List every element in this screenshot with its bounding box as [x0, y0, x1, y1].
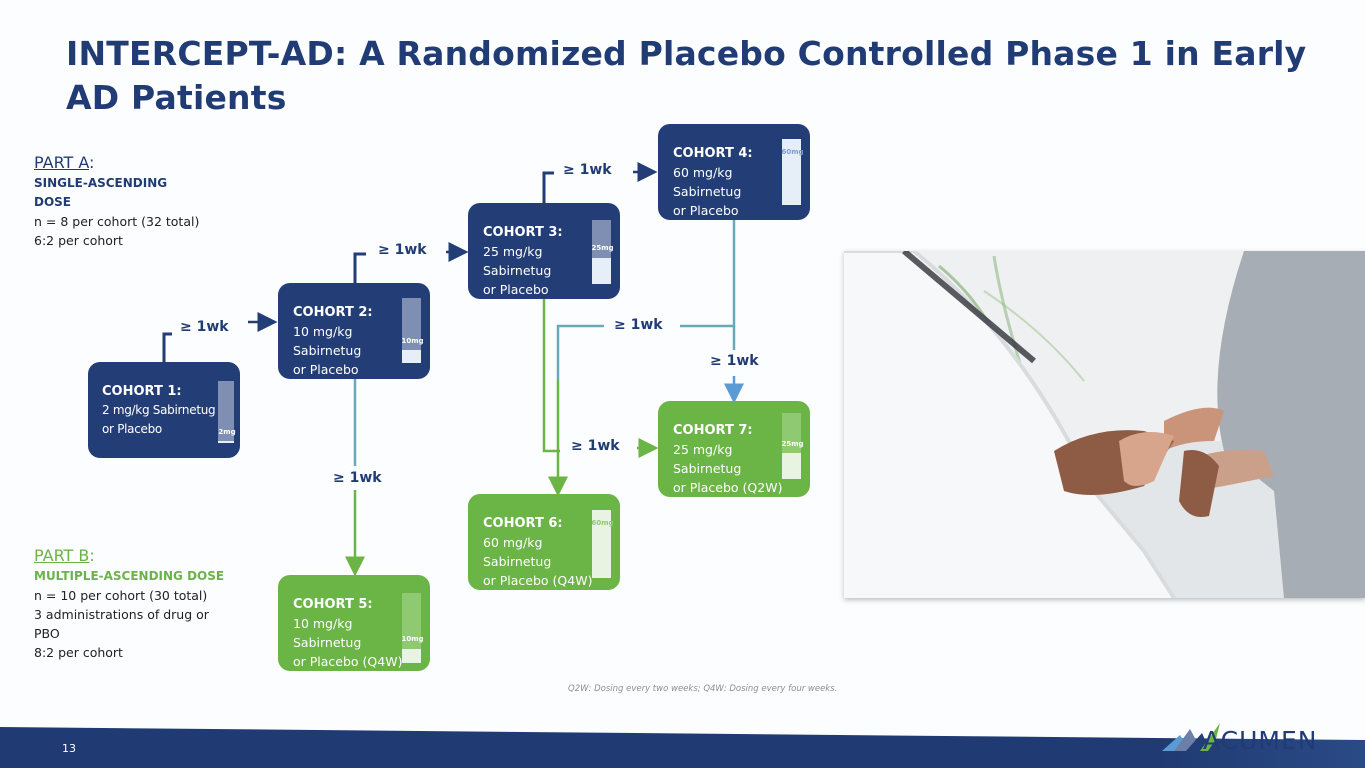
connector-c3-c4	[542, 171, 554, 203]
dose-bar-fill	[402, 593, 421, 649]
dose-bar: 25mg	[591, 220, 614, 284]
connector-c4-c6	[680, 220, 736, 328]
acumen-logo-text: ACUMEN	[1203, 726, 1318, 755]
cohort-line: Sabirnetug	[293, 343, 362, 358]
dose-bar: 10mg	[401, 593, 424, 663]
cohort-line: 25 mg/kg	[673, 442, 733, 457]
connector-c3-c7	[542, 299, 560, 453]
dose-bar-fill	[592, 220, 611, 259]
cohort-line: Sabirnetug	[293, 635, 362, 650]
cohort-line: 2 mg/kg Sabirnetug	[102, 403, 216, 417]
dose-label: 10mg	[401, 635, 424, 643]
dose-bar-placebo	[782, 452, 801, 479]
cohort-line: or Placebo (Q4W)	[483, 573, 593, 588]
cohort-5-box: COHORT 5: 10 mg/kg Sabirnetug or Placebo…	[278, 575, 430, 671]
cohort-line: Sabirnetug	[483, 554, 552, 569]
cohort-2-box: COHORT 2: 10 mg/kg Sabirnetug or Placebo…	[278, 283, 430, 379]
dose-bar-placebo	[592, 510, 611, 578]
cohort-4-box: COHORT 4: 60 mg/kg Sabirnetug or Placebo…	[658, 124, 810, 220]
dose-bar: 10mg	[401, 298, 424, 363]
part-b-line: n = 10 per cohort (30 total)	[34, 588, 208, 603]
part-a-subtitle: SINGLE-ASCENDING DOSE	[34, 176, 168, 209]
dose-bar-fill	[782, 413, 801, 453]
part-a-heading: PART A	[34, 153, 90, 172]
cohort-title: COHORT 6:	[483, 516, 563, 531]
dose-label: 10mg	[401, 337, 424, 345]
photo-illustration	[844, 251, 1365, 598]
interval-label: ≥ 1wk	[710, 353, 759, 369]
part-b-description: PART B: MULTIPLE-ASCENDING DOSE n = 10 p…	[34, 545, 234, 662]
part-a-colon: :	[89, 153, 95, 172]
interval-label: ≥ 1wk	[333, 470, 382, 486]
cohort-7-box: COHORT 7: 25 mg/kg Sabirnetug or Placebo…	[658, 401, 810, 497]
connector-c4-c6-left	[556, 324, 604, 380]
dose-bar: 60mg	[781, 139, 804, 205]
part-b-line: 8:2 per cohort	[34, 645, 123, 660]
cohort-title: COHORT 4:	[673, 146, 753, 161]
cohort-title: COHORT 1:	[102, 384, 182, 399]
part-b-subtitle: MULTIPLE-ASCENDING DOSE	[34, 569, 225, 583]
dose-bar: 2mg	[218, 381, 236, 443]
part-a-line: 6:2 per cohort	[34, 233, 123, 248]
dose-bar-placebo	[402, 350, 421, 363]
doctor-patient-photo	[844, 251, 1365, 598]
cohort-line: Sabirnetug	[673, 461, 742, 476]
interval-label: ≥ 1wk	[180, 319, 229, 335]
part-b-line: 3 administrations of drug or PBO	[34, 607, 209, 641]
dose-label: 60mg	[781, 148, 804, 156]
footnote: Q2W: Dosing every two weeks; Q4W: Dosing…	[568, 684, 838, 694]
part-b-colon: :	[89, 546, 95, 565]
interval-label: ≥ 1wk	[378, 242, 427, 258]
cohort-line: or Placebo (Q2W)	[673, 480, 783, 495]
cohort-line: or Placebo (Q4W)	[293, 654, 403, 669]
cohort-title: COHORT 2:	[293, 305, 373, 320]
dose-label: 60mg	[591, 519, 614, 527]
part-a-line: n = 8 per cohort (32 total)	[34, 214, 200, 229]
dose-bar-fill	[402, 298, 421, 350]
cohort-line: Sabirnetug	[673, 184, 742, 199]
interval-label: ≥ 1wk	[563, 162, 612, 178]
dose-bar-placebo	[592, 258, 611, 284]
cohort-title: COHORT 7:	[673, 423, 753, 438]
footer-band	[0, 727, 1365, 768]
slide-title: INTERCEPT-AD: A Randomized Placebo Contr…	[66, 34, 1307, 117]
part-b-heading: PART B	[34, 546, 90, 565]
connector-c2-c3	[353, 252, 366, 283]
dose-label: 2mg	[218, 428, 236, 436]
cohort-line: or Placebo	[673, 203, 739, 218]
dose-bar-placebo	[402, 649, 421, 663]
cohort-line: or Placebo	[483, 282, 549, 297]
cohort-line: 60 mg/kg	[673, 165, 733, 180]
dose-bar-placebo	[782, 139, 801, 205]
cohort-line: 10 mg/kg	[293, 324, 353, 339]
dose-bar: 25mg	[781, 413, 804, 479]
cohort-3-box: COHORT 3: 25 mg/kg Sabirnetug or Placebo…	[468, 203, 620, 299]
part-a-description: PART A: SINGLE-ASCENDING DOSE n = 8 per …	[34, 152, 234, 250]
cohort-6-box: COHORT 6: 60 mg/kg Sabirnetug or Placebo…	[468, 494, 620, 590]
cohort-line: Sabirnetug	[483, 263, 552, 278]
cohort-line: 10 mg/kg	[293, 616, 353, 631]
cohort-title: COHORT 5:	[293, 597, 373, 612]
acumen-logo-icon	[1162, 723, 1220, 751]
cohort-line: or Placebo	[293, 362, 359, 377]
interval-label: ≥ 1wk	[614, 317, 663, 333]
cohort-line: 25 mg/kg	[483, 244, 543, 259]
connector-c1-c2	[162, 332, 172, 362]
dose-bar-fill	[218, 381, 234, 442]
cohort-line: or Placebo	[102, 422, 162, 436]
dose-label: 25mg	[781, 440, 804, 448]
dose-bar-placebo	[218, 441, 234, 443]
interval-label: ≥ 1wk	[571, 438, 620, 454]
cohort-1-box: COHORT 1: 2 mg/kg Sabirnetug or Placebo …	[88, 362, 240, 458]
cohort-line: 60 mg/kg	[483, 535, 543, 550]
page-number: 13	[62, 742, 76, 755]
cohort-title: COHORT 3:	[483, 225, 563, 240]
dose-bar: 60mg	[591, 510, 614, 578]
dose-label: 25mg	[591, 244, 614, 252]
